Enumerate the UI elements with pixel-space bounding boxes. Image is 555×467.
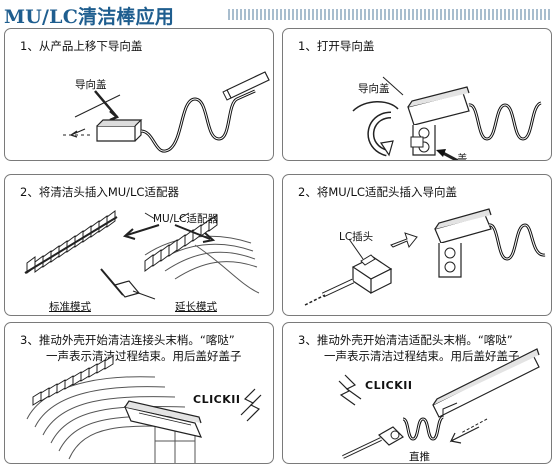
panel-3-right: 3、推动外壳开始清洁适配头末梢。“喀哒” 一声表示清洁过程结束。用后盖好盖子 C… (282, 322, 552, 464)
step-text: 3、推动外壳开始清洁连接头末梢。“喀哒” 一声表示清洁过程结束。用后盖好盖子 (20, 333, 242, 363)
panel-2-left: 2、将清洁头插入MU/LC适配器 MU/LC适配器 (4, 174, 274, 316)
illustration-push-clean-adapter (338, 348, 540, 459)
step-text-line-2: 一声表示清洁过程结束。用后盖好盖子 (324, 349, 520, 363)
label-guide-cap: 导向盖 (358, 83, 390, 95)
panel-1-right: 1、打开导向盖 导向盖 盖 (282, 28, 552, 161)
label-click-sound: CLICKII (193, 393, 241, 406)
step-text-line-1: 3、推动外壳开始清洁适配头末梢。“喀哒” (298, 333, 513, 347)
step-text: 2、将MU/LC适配头插入导向盖 (298, 185, 457, 199)
step-text: 2、将清洁头插入MU/LC适配器 (20, 185, 179, 199)
label-lc-plug: LC插头 (339, 231, 374, 243)
step-text: 1、打开导向盖 (298, 39, 375, 53)
step-text-line-2: 一声表示清洁过程结束。用后盖好盖子 (46, 349, 242, 363)
illustration-insert-into-guide-cap (304, 208, 546, 306)
panel-3-left: 3、推动外壳开始清洁连接头末梢。“喀哒” 一声表示清洁过程结束。用后盖好盖子 C… (4, 322, 274, 464)
illustration-insert-adapter (24, 210, 260, 300)
title-rule (228, 9, 552, 20)
illustration-open-guide-cap (352, 76, 542, 160)
illustration-push-clean-connector (26, 355, 262, 463)
label-mu-lc-adapter: MU/LC适配器 (153, 213, 218, 225)
panel-1-left: 1、从产品上移下导向盖 导向盖 (4, 28, 274, 161)
label-standard-mode: 标准模式 (49, 301, 91, 313)
step-text: 1、从产品上移下导向盖 (20, 39, 143, 53)
label-click-sound: CLICKII (365, 379, 413, 392)
label-push-straight: 直推 (409, 451, 430, 463)
illustration-remove-guide-cap (63, 71, 270, 153)
step-text: 3、推动外壳开始清洁适配头末梢。“喀哒” 一声表示清洁过程结束。用后盖好盖子 (298, 333, 520, 363)
step-text-line-1: 3、推动外壳开始清洁连接头末梢。“喀哒” (20, 333, 235, 347)
label-guide-cap: 导向盖 (75, 79, 107, 91)
page-title: MU/LC清洁棒应用 (4, 6, 175, 28)
label-extended-mode: 延长模式 (175, 301, 217, 313)
panel-2-right: 2、将MU/LC适配头插入导向盖 LC插头 (282, 174, 552, 316)
label-cap: 盖 (457, 153, 468, 161)
